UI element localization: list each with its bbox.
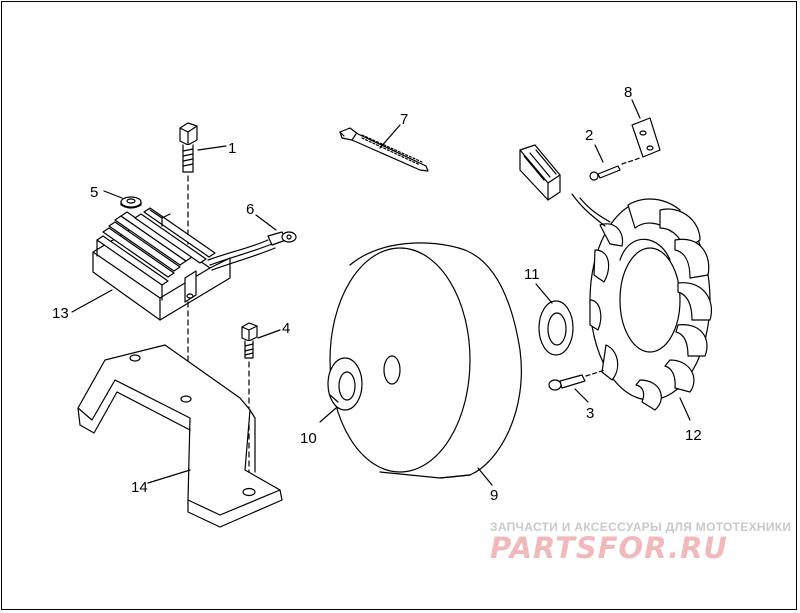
callout-3: 3: [586, 405, 594, 422]
callout-6: 6: [246, 201, 254, 218]
callout-5: 5: [90, 184, 98, 201]
callout-11: 11: [524, 266, 540, 283]
callout-14: 14: [131, 479, 148, 496]
mounting-bracket-part-14: [77, 344, 283, 528]
screw-part-2: [589, 144, 641, 181]
callout-1: 1: [228, 140, 236, 157]
washer-part-5: [103, 190, 142, 209]
cable-tie-part-7: [339, 124, 429, 172]
callout-9: 9: [490, 487, 498, 504]
clip-part-8: [631, 99, 661, 158]
wire-lead-part-6: [207, 214, 297, 271]
callout-7: 7: [400, 111, 408, 128]
callout-13: 13: [52, 305, 69, 322]
callout-2: 2: [585, 127, 593, 144]
bolt-part-4: [241, 322, 281, 489]
callout-10: 10: [300, 430, 317, 447]
callout-8: 8: [624, 84, 632, 101]
stator-part-12: [571, 193, 712, 421]
voltage-regulator-part-13: [71, 207, 231, 321]
watermark-logo: PARTSFOR.RU: [490, 531, 728, 565]
callout-4: 4: [282, 320, 290, 337]
watermark-tagline: ЗАПЧАСТИ И АКСЕССУАРЫ ДЛЯ МОТОТЕХНИКИ: [490, 520, 792, 534]
rotor-part-9: [329, 242, 522, 486]
washer-part-11: [535, 283, 574, 356]
screw-part-3: [548, 369, 606, 403]
callout-12: 12: [685, 427, 702, 444]
spacer-part-10: [319, 357, 363, 423]
stator-connector-plug: [519, 144, 561, 201]
